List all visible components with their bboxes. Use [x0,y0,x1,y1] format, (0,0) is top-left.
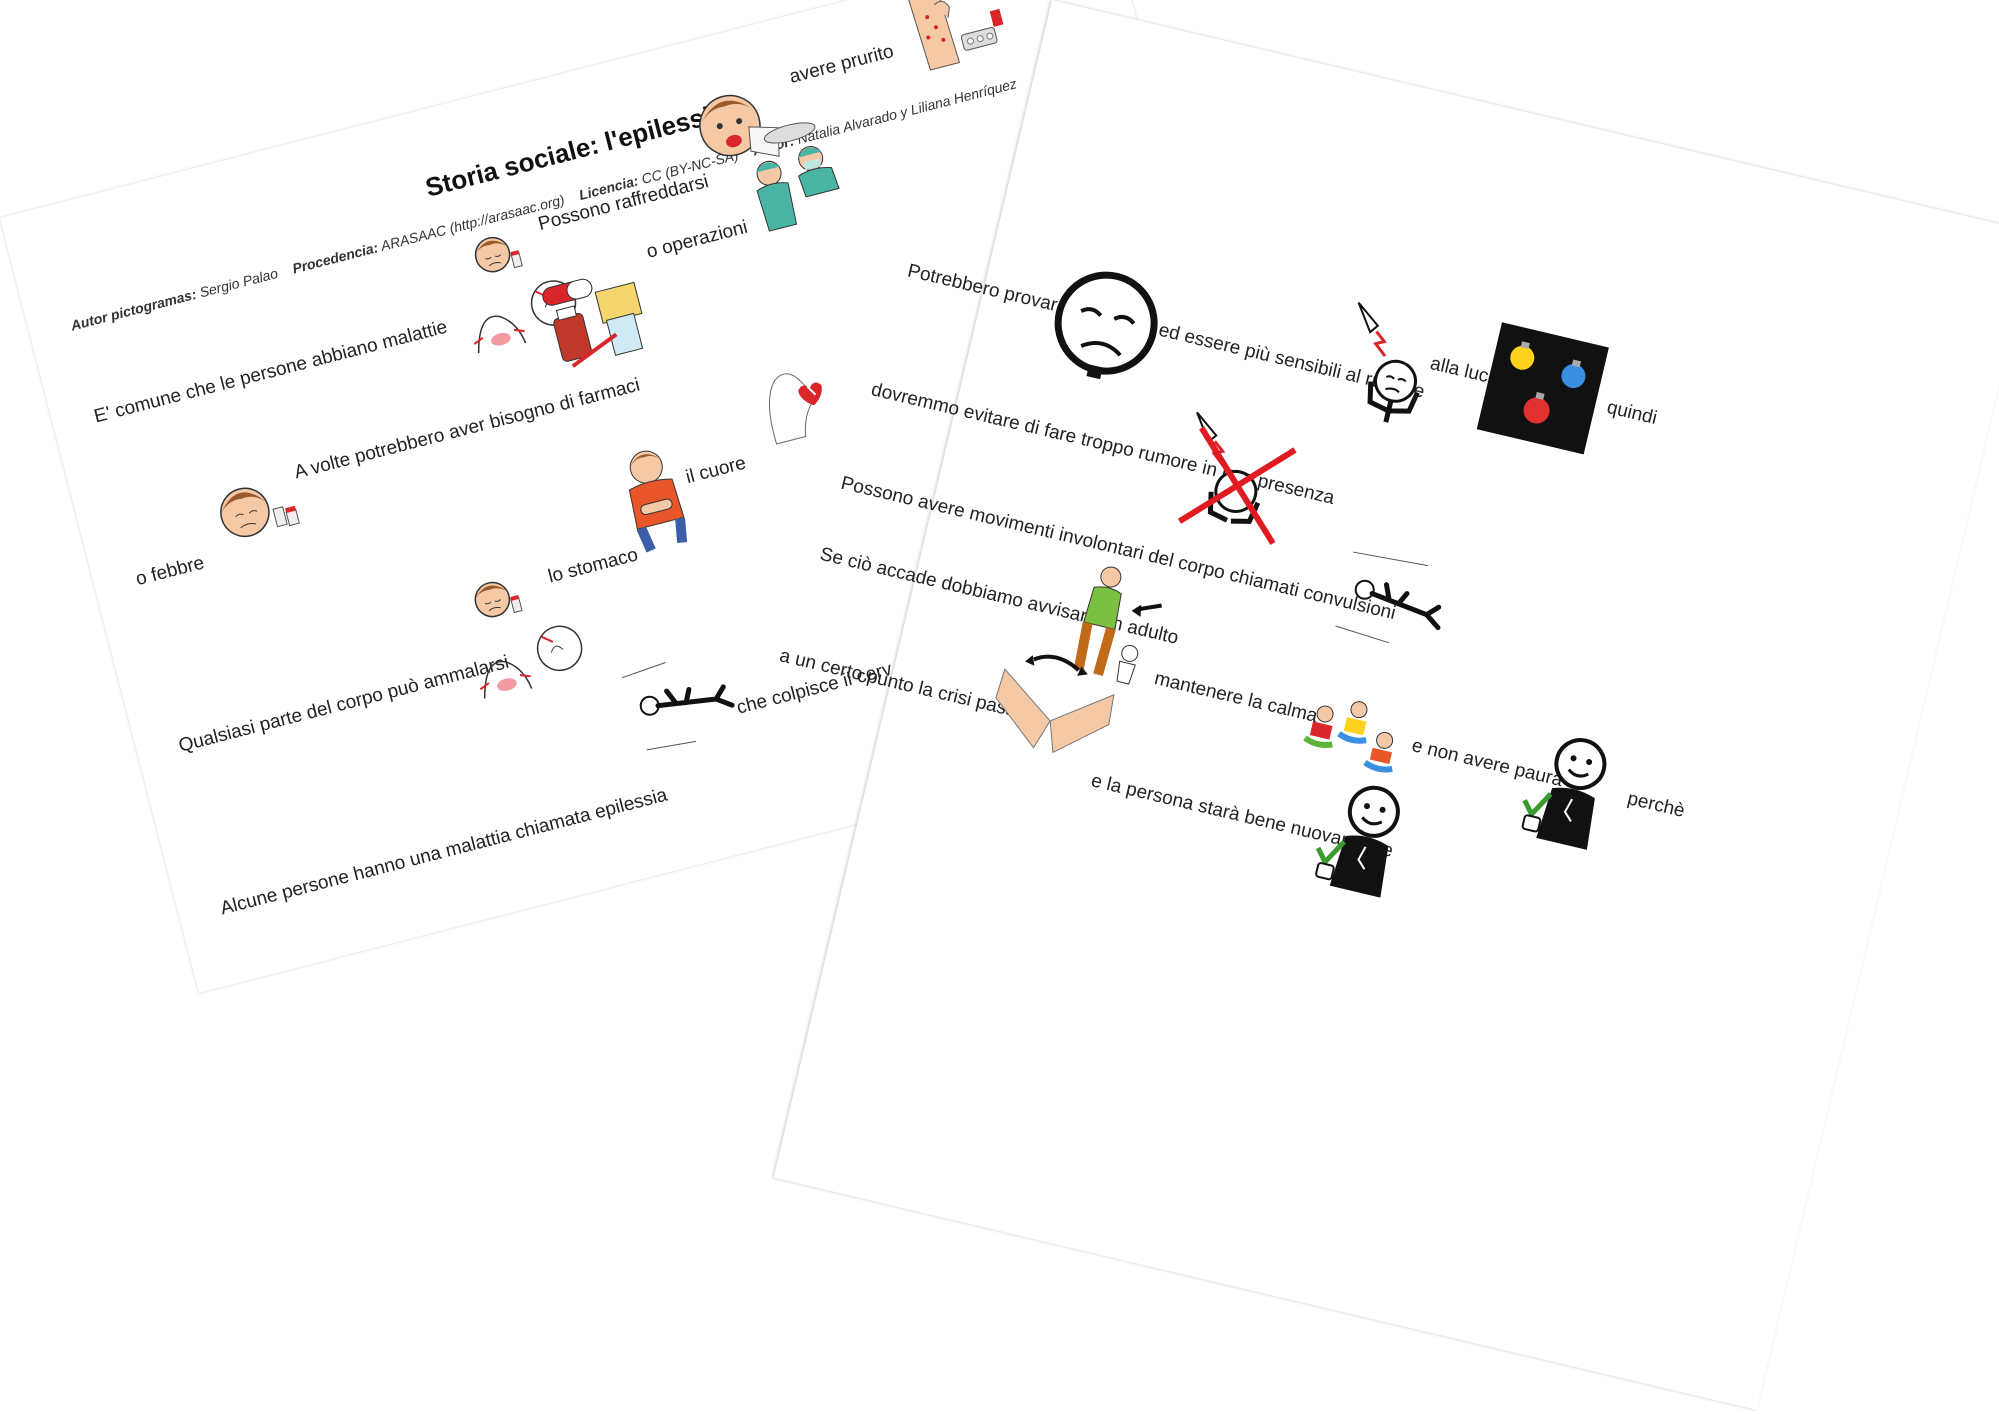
page-sheet-1: Storia sociale: l'epilessia Autor pictog… [0,0,1313,993]
page-sheet-2: Potrebbero provare disagio ed essere più… [773,0,1999,1410]
sick-child-icon [461,566,534,639]
fever-child-icon [203,464,308,554]
story-line-m4: quindi [1604,396,1660,430]
source-label: Procedencia: [290,239,380,277]
seizure-icon [617,646,746,761]
story-line-m10: perchè [1625,788,1687,822]
noise-headache-icon [1327,295,1462,437]
story-line-5: A volte potrebbero aver bisogno di farma… [292,374,643,484]
neck-head-icon [460,611,603,711]
heart-icon [752,354,840,449]
story-line-3: avere prurito [787,40,896,88]
calm-kids-icon [1298,689,1411,780]
thumbs-up-icon [1303,771,1418,908]
story-line-10: Alcune persone hanno una malattia chiama… [218,784,670,920]
stomach-ache-icon [602,436,707,562]
story-line-1: E' comune che le persone abbiano malatti… [91,316,450,428]
seizure-icon [1330,545,1458,658]
medicine-icon [531,257,662,381]
surgeons-icon [728,107,862,241]
thumbs-up-icon [1509,723,1624,860]
sick-child-icon [461,221,534,294]
story-line-9: il cuore [683,452,749,489]
story-line-4: o febbre [133,552,207,591]
sad-face-icon [1039,260,1171,392]
story-line-6: o operazioni [644,216,750,263]
author-picto-value: Sergio Palao [197,264,280,301]
no-noise-icon [1165,405,1309,549]
adult-child-icon [1063,558,1198,700]
story-line-m8: mantenere la calma [1152,668,1320,727]
light-bulbs-icon [1476,322,1610,455]
story-line-7: Qualsiasi parte del corpo può ammalarsi [176,651,512,757]
crossed-arms-icon [983,639,1125,774]
itchy-arm-icon [894,0,1016,81]
author-picto-label: Autor pictogramas: [69,285,199,334]
